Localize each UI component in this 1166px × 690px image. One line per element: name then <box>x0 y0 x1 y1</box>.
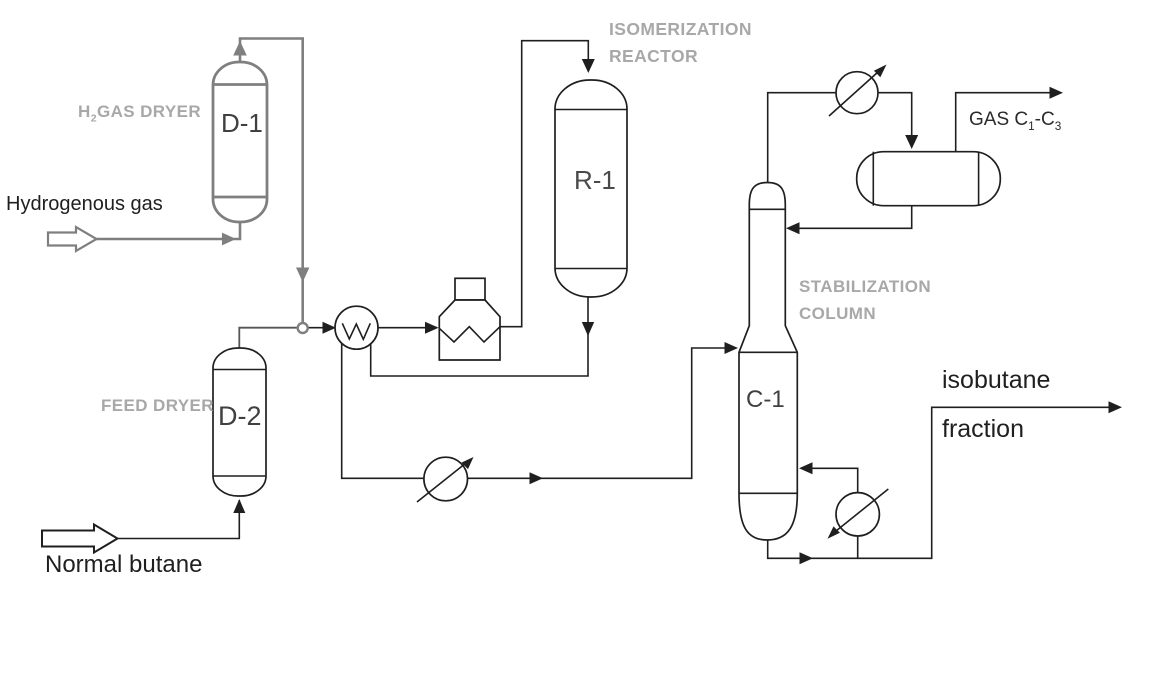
arrow-d1-overhead-down-icon <box>296 267 310 282</box>
furnace-stack <box>454 277 486 301</box>
condenser-icon <box>828 64 887 117</box>
junction-node-icon <box>296 321 309 335</box>
hydrogen-block-arrow-icon <box>46 225 99 253</box>
condenser-diagonal <box>828 71 879 117</box>
arrow-reactor-outlet-icon <box>581 322 595 336</box>
arrow-butane-feed-icon <box>233 499 246 513</box>
heat-exchanger-icon <box>334 305 379 351</box>
r1-shell <box>554 79 628 298</box>
d2-shell <box>212 347 267 497</box>
c1-column <box>738 181 799 541</box>
feed-dryer-label: FEED DRYER <box>101 396 214 415</box>
reboiler-arrow-icon <box>827 526 840 539</box>
pipe-d2-overhead <box>238 326 298 348</box>
gas-c1-c3-label: GAS C1-C3 <box>969 109 1062 133</box>
arrow-isobutane-out-icon <box>1108 401 1122 414</box>
c1-tag: C-1 <box>746 386 785 413</box>
d2-vessel <box>212 347 267 497</box>
isobutane-label-line1: isobutane <box>942 366 1051 394</box>
equipment <box>211 60 1002 541</box>
pipe-gas-product <box>954 91 1056 152</box>
pipe-butane-feed <box>117 500 241 540</box>
furnace-icon <box>438 277 501 361</box>
accumulator-drum <box>855 150 1002 207</box>
c1-shell <box>738 181 799 541</box>
stabilization-column-label-line2: COLUMN <box>799 304 876 323</box>
arrow-into-furnace-icon <box>425 321 439 334</box>
pipe-reactor-effluent <box>369 296 589 377</box>
isomerization-reactor-label-line2: REACTOR <box>609 46 699 66</box>
hydrogenous-gas-label: Hydrogenous gas <box>6 193 163 215</box>
d1-vessel <box>211 60 269 224</box>
arrow-gas-product-icon <box>1049 86 1063 99</box>
d1-tag: D-1 <box>221 108 263 138</box>
stabilization-column-label: STABILIZATION COLUMN <box>799 273 931 327</box>
normal-butane-label: Normal butane <box>45 551 203 578</box>
arrow-into-exchanger-icon <box>322 321 336 334</box>
isomerization-reactor-label-line1: ISOMERIZATION <box>609 19 752 39</box>
isobutane-label-line2: fraction <box>942 415 1024 443</box>
condenser-arrow-icon <box>873 64 887 78</box>
exchanger-tubes <box>341 322 372 342</box>
arrow-reboiler-return-icon <box>799 462 813 475</box>
cooler-icon <box>416 456 474 503</box>
pipe-furnace-to-reactor <box>500 39 590 328</box>
arrow-into-reactor-icon <box>581 59 595 73</box>
arrow-into-column-icon <box>724 342 738 354</box>
reboiler-diagonal <box>835 488 889 532</box>
butane-block-arrow-icon <box>41 522 120 555</box>
pipe-reflux <box>791 205 913 230</box>
h2-gas-dryer-label: H2GAS DRYER <box>78 102 201 125</box>
furnace-flame-zigzag <box>438 325 501 344</box>
pipe-column-feed <box>340 343 732 480</box>
reboiler-icon <box>827 488 889 539</box>
d2-tag: D-2 <box>218 401 262 431</box>
cooler-diagonal <box>416 462 467 503</box>
pipe-isobutane-product <box>766 406 1116 560</box>
r1-tag: R-1 <box>574 165 616 195</box>
isomerization-reactor-label: ISOMERIZATION REACTOR <box>609 16 752 70</box>
arrow-bottoms-icon <box>799 552 813 565</box>
arrow-hydrogen-inlet-icon <box>222 232 236 246</box>
arrow-reflux-icon <box>786 222 800 235</box>
arrow-d1-overhead-up-icon <box>233 41 247 56</box>
arrow-after-cooler-icon <box>529 472 543 485</box>
furnace-body <box>438 299 501 361</box>
d1-shell <box>211 60 269 224</box>
exchanger-body <box>334 305 379 351</box>
drum-shell <box>855 150 1002 207</box>
arrow-into-drum-icon <box>905 135 919 149</box>
pipe-hydrogen-inlet <box>96 222 242 241</box>
r1-vessel <box>554 79 628 298</box>
cooler-arrow-icon <box>461 457 474 470</box>
stabilization-column-label-line1: STABILIZATION <box>799 277 932 296</box>
piping <box>41 37 1122 565</box>
